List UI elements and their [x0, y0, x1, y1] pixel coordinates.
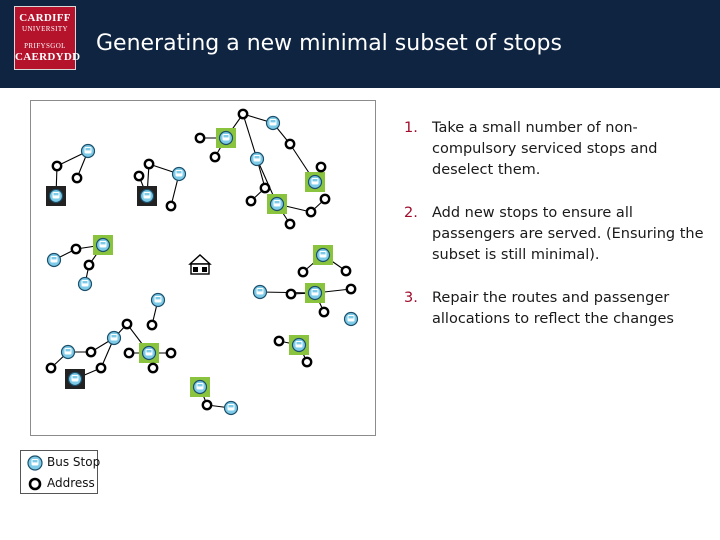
address-icon	[319, 193, 331, 205]
bus-window	[100, 242, 106, 245]
address-icon	[315, 161, 327, 173]
step-item-3: 3. Repair the routes and passenger alloc…	[404, 288, 704, 330]
bus-window	[146, 350, 152, 353]
address-icon	[340, 265, 352, 277]
address-icon	[194, 132, 206, 144]
step-item-1: 1. Take a small number of non-compulsory…	[404, 118, 704, 181]
connection-line	[242, 113, 258, 160]
steps-list: 1. Take a small number of non-compulsory…	[404, 118, 704, 352]
address-icon	[318, 306, 330, 318]
bus-window	[176, 171, 182, 174]
legend: Bus Stop Address	[20, 450, 101, 494]
bus-window	[82, 281, 88, 284]
address-icon	[297, 266, 309, 278]
address-icon	[259, 182, 271, 194]
legend-address-icon	[28, 477, 42, 491]
bus-window	[228, 405, 234, 408]
school-window	[202, 267, 207, 272]
header-bar: CARDIFF UNIVERSITY PRIFYSGOL CAERDYDD Ge…	[0, 0, 720, 88]
address-icon	[123, 347, 135, 359]
step-item-2: 2. Add new stops to ensure all passenger…	[404, 203, 704, 266]
address-icon	[146, 319, 158, 331]
step-text: Add new stops to ensure all passengers a…	[432, 205, 704, 263]
logo-line-4: CAERDYDD	[15, 51, 81, 63]
address-icon	[273, 335, 285, 347]
address-icon	[95, 362, 107, 374]
legend-bus-stop-label: Bus Stop	[47, 455, 101, 469]
address-icon	[345, 283, 357, 295]
bus-window	[223, 135, 229, 138]
bus-window	[65, 349, 71, 352]
bus-window	[274, 201, 280, 204]
network-canvas	[45, 108, 359, 416]
address-icon	[284, 138, 296, 150]
address-icon	[121, 318, 133, 330]
step-text: Take a small number of non-compulsory se…	[432, 120, 658, 178]
address-icon	[85, 346, 97, 358]
address-icon	[284, 218, 296, 230]
address-icon	[133, 170, 145, 182]
school-icon	[188, 254, 212, 265]
logo-line-1: CARDIFF	[19, 12, 71, 24]
address-icon	[165, 347, 177, 359]
step-number: 1.	[404, 120, 418, 136]
bus-window	[257, 289, 263, 292]
address-icon	[143, 158, 155, 170]
step-number: 3.	[404, 290, 418, 306]
bus-window	[72, 376, 78, 379]
bus-window	[197, 384, 203, 387]
bus-window	[51, 257, 57, 260]
slide-title: Generating a new minimal subset of stops	[96, 31, 562, 56]
address-icon	[51, 160, 63, 172]
bus-window	[296, 342, 302, 345]
bus-window	[312, 290, 318, 293]
bus-window	[111, 335, 117, 338]
address-icon	[83, 259, 95, 271]
address-icon	[165, 200, 177, 212]
bus-window	[270, 120, 276, 123]
bus-window	[144, 193, 150, 196]
bus-window	[348, 316, 354, 319]
bus-window	[155, 297, 161, 300]
bus-window	[320, 252, 326, 255]
step-number: 2.	[404, 205, 418, 221]
legend-symbols	[27, 455, 43, 491]
bus-window	[312, 179, 318, 182]
legend-address-label: Address	[47, 476, 95, 490]
logo-line-3: PRIFYSGOL	[24, 42, 66, 50]
step-text: Repair the routes and passenger allocati…	[432, 290, 674, 327]
stop-network-diagram	[30, 100, 376, 436]
address-icon	[285, 288, 297, 300]
address-icon	[305, 206, 317, 218]
school-window	[193, 267, 198, 272]
address-icon	[201, 399, 213, 411]
bus-window	[254, 156, 260, 159]
address-icon	[70, 243, 82, 255]
address-icon	[45, 362, 57, 374]
address-icon	[71, 172, 83, 184]
address-icon	[301, 356, 313, 368]
bus-window	[53, 193, 59, 196]
address-icon	[237, 108, 249, 120]
logo-line-2: UNIVERSITY	[22, 25, 68, 33]
address-icon	[209, 151, 221, 163]
university-logo: CARDIFF UNIVERSITY PRIFYSGOL CAERDYDD	[14, 6, 81, 70]
address-icon	[245, 195, 257, 207]
legend-bus-stop-icon	[27, 455, 43, 471]
bus-window	[85, 148, 91, 151]
address-icon	[147, 362, 159, 374]
school-body	[190, 263, 210, 275]
